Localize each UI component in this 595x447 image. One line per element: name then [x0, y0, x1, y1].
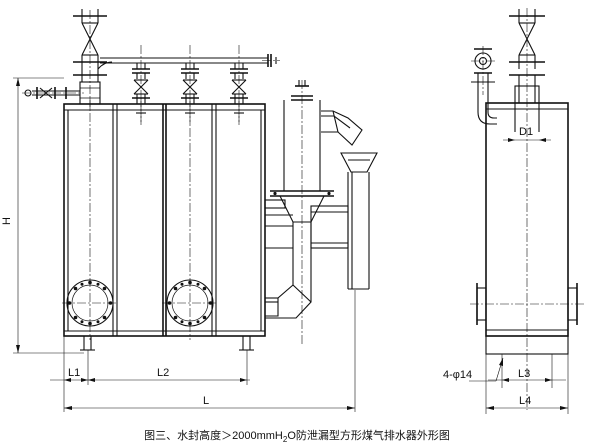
- compartment-walls: [67, 104, 262, 336]
- dim-L: [64, 290, 356, 412]
- drain-funnel: [340, 152, 378, 290]
- header-pipe: [100, 54, 280, 67]
- dim-H: [13, 77, 84, 354]
- manhole-right: [162, 279, 218, 327]
- dim-D1: [503, 103, 551, 142]
- outlet-elbow: [321, 110, 363, 146]
- side-gauge-valve: [471, 46, 497, 125]
- branch-valve-3: [230, 45, 248, 124]
- figure-caption: 图三、水封高度＞2000mmH2O防泄漏型方形煤气排水器外形图: [144, 428, 450, 444]
- bottom-supports: [80, 336, 254, 351]
- branch-valve-2: [181, 45, 199, 124]
- side-drain-valve: [22, 87, 84, 99]
- dim-L4: [485, 354, 569, 414]
- side-nozzles: [470, 283, 584, 325]
- label-H: H: [1, 217, 13, 225]
- side-valve-stack: [509, 9, 545, 104]
- label-holes: 4-φ14: [443, 369, 472, 381]
- label-L1: L1: [68, 367, 80, 379]
- caption-subscript: 2: [283, 435, 288, 444]
- front-view: [13, 9, 378, 412]
- main-body: [63, 103, 266, 337]
- seal-pipe-assembly: [264, 80, 349, 345]
- side-view: [469, 8, 584, 414]
- label-L: L: [203, 395, 209, 407]
- branch-valve-1: [132, 45, 150, 124]
- label-L2: L2: [157, 367, 169, 379]
- label-L4: L4: [519, 395, 531, 407]
- inlet-valve-stack: [73, 9, 113, 110]
- dim-L3: [469, 354, 566, 388]
- caption-prefix: 图三、水封高度＞2000mmH: [144, 428, 283, 442]
- label-D1: D1: [519, 126, 533, 138]
- caption-suffix: O防泄漏型方形煤气排水器外形图: [287, 428, 450, 442]
- manhole-left: [62, 279, 118, 327]
- dim-L1-L2: [50, 336, 250, 412]
- label-L3: L3: [518, 368, 530, 380]
